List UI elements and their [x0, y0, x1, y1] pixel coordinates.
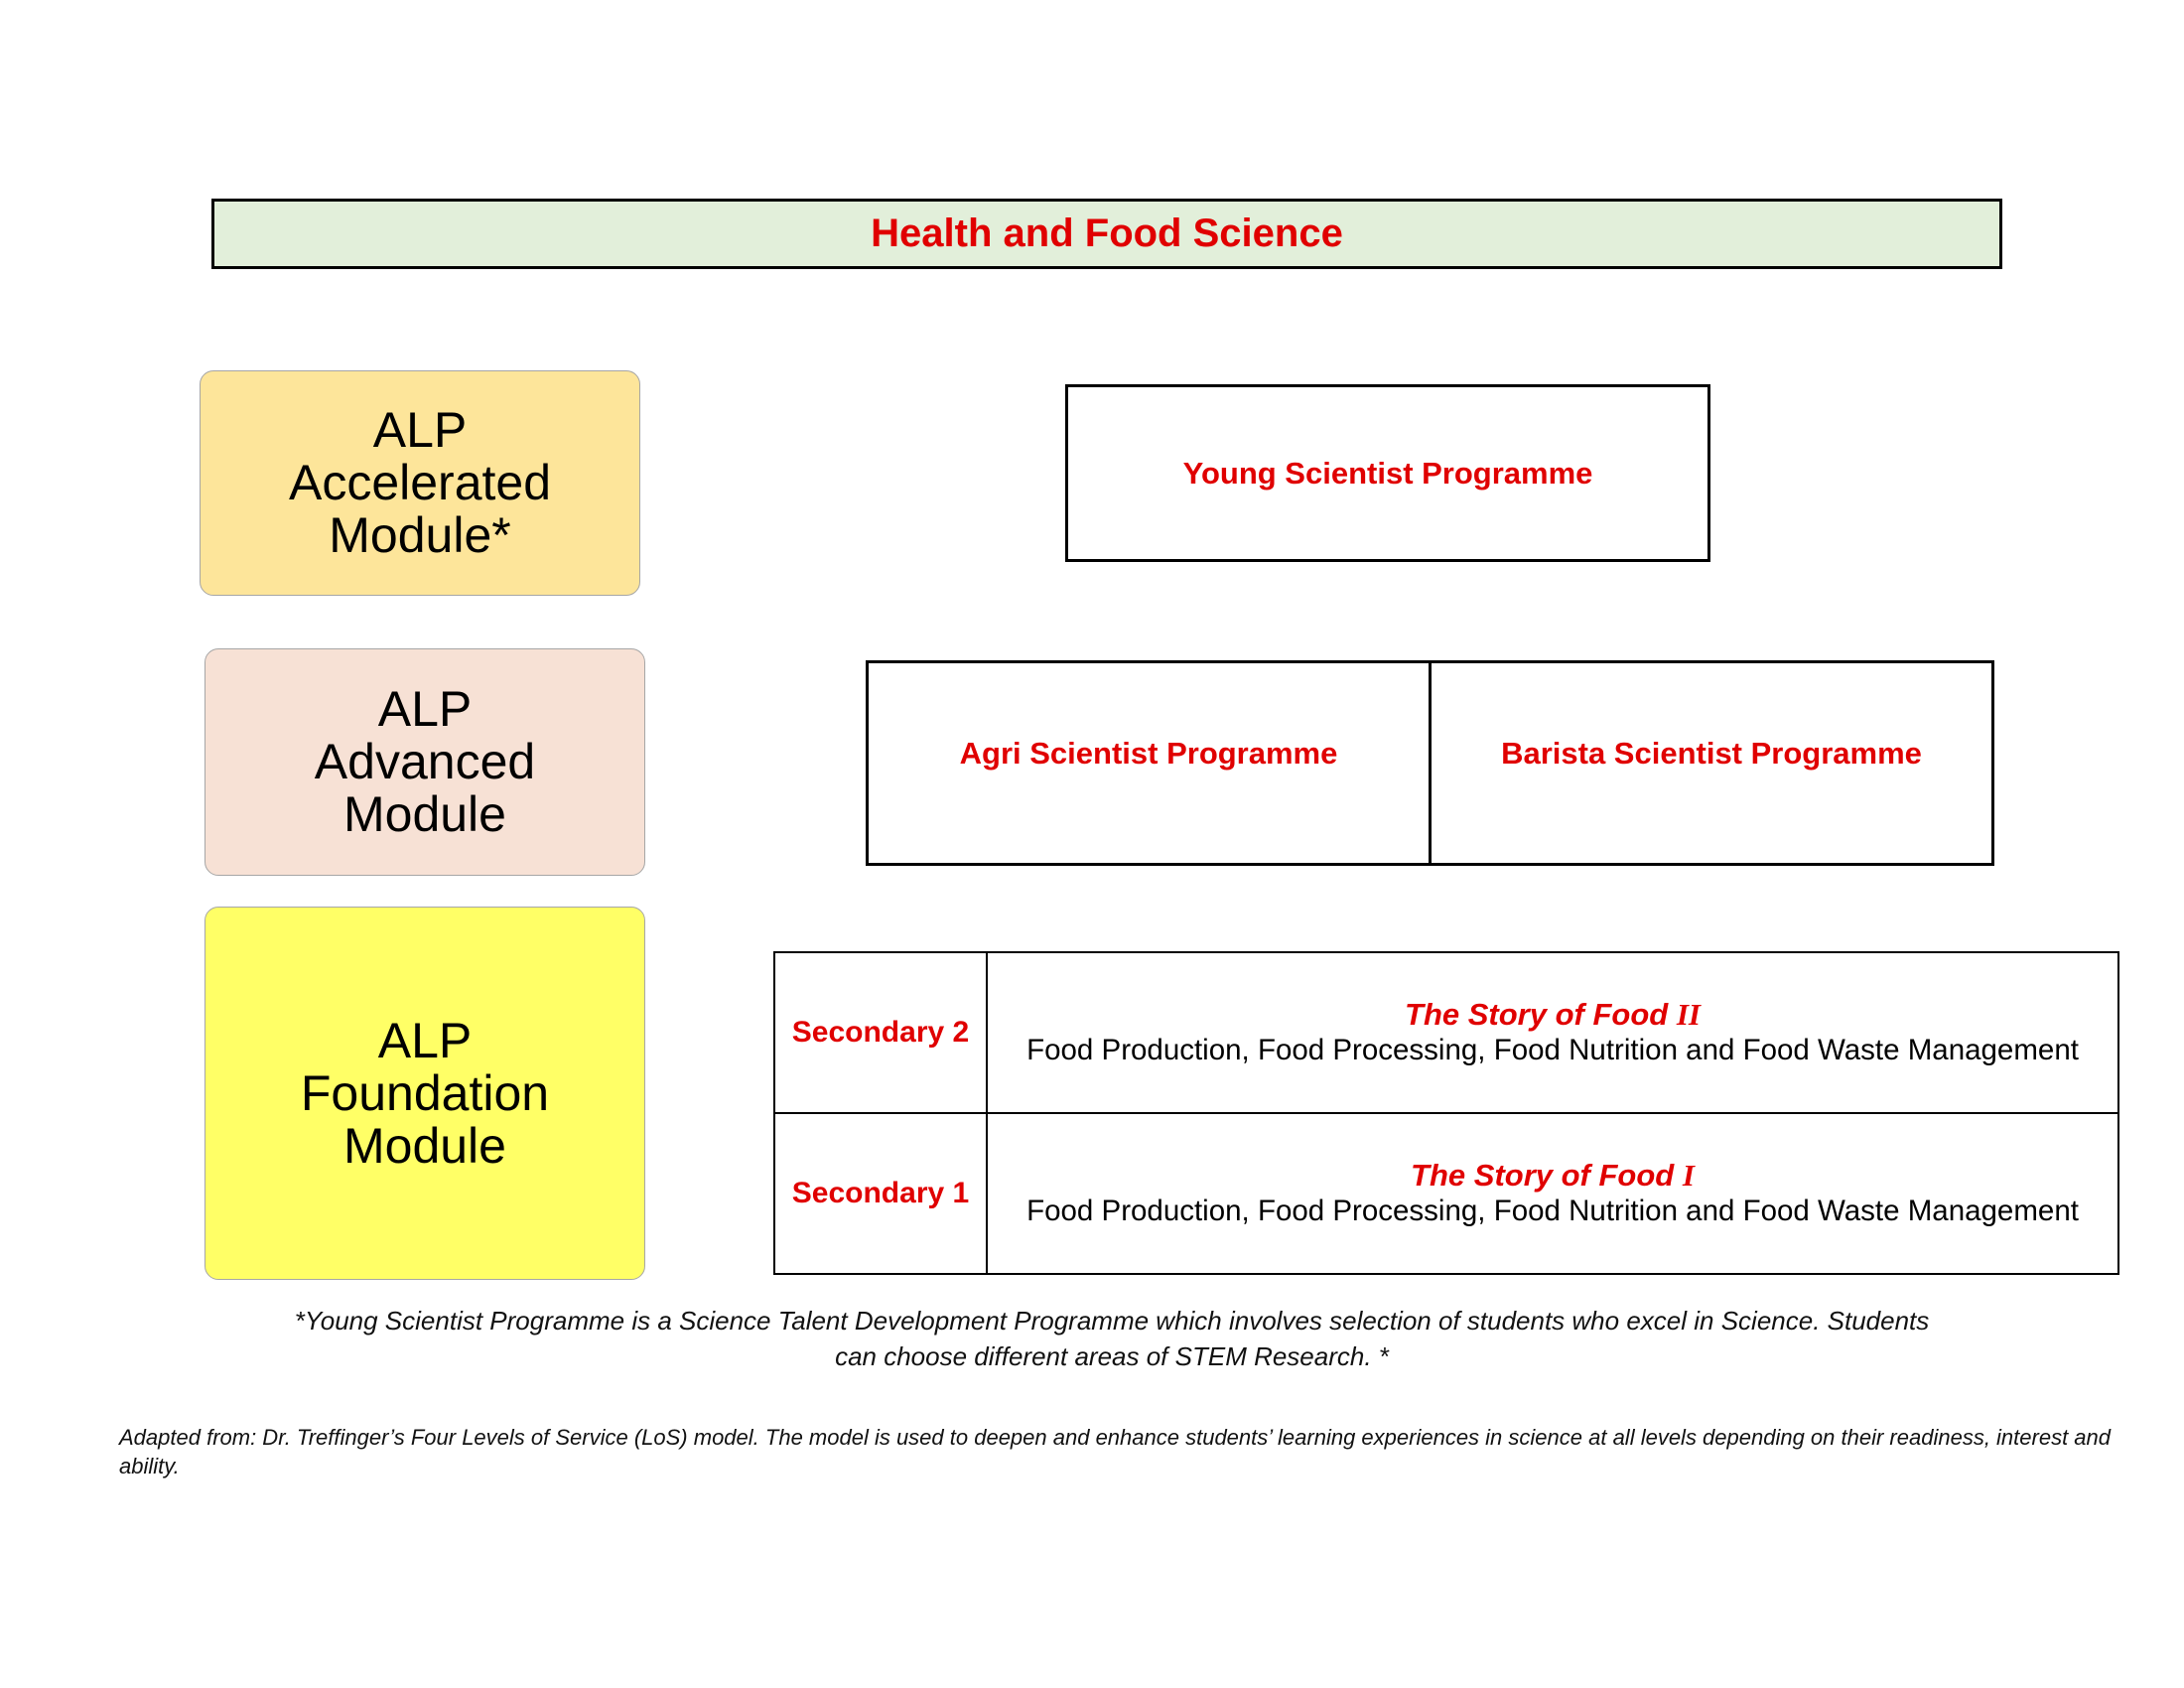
- alp-foundation-module: ALP Foundation Module: [205, 907, 645, 1280]
- story-numeral: II: [1676, 997, 1701, 1032]
- module-line: ALP: [377, 681, 473, 737]
- level-cell: Secondary 2: [773, 951, 988, 1114]
- module-line: Module: [342, 786, 506, 842]
- module-line: Foundation: [300, 1064, 550, 1121]
- story-title: The Story of Food II: [1405, 997, 1701, 1032]
- story-title: The Story of Food I: [1411, 1158, 1695, 1193]
- secondary-curriculum-table: Secondary 2 The Story of Food II Food Pr…: [773, 951, 2119, 1275]
- table-row: Secondary 2 The Story of Food II Food Pr…: [773, 951, 2119, 1114]
- topics-text: Food Production, Food Processing, Food N…: [1026, 1034, 2079, 1066]
- programme-label: Barista Scientist Programme: [1501, 735, 1922, 771]
- module-line: Advanced: [314, 734, 536, 789]
- page-title: Health and Food Science: [211, 199, 2002, 269]
- programme-label: Agri Scientist Programme: [959, 735, 1338, 771]
- description-cell: The Story of Food I Food Production, Foo…: [986, 1112, 2119, 1275]
- alp-accelerated-module: ALP Accelerated Module*: [200, 370, 640, 596]
- module-line: ALP: [377, 1012, 473, 1068]
- module-line: Accelerated: [288, 455, 552, 510]
- story-numeral: I: [1682, 1158, 1695, 1193]
- footnote-line: *Young Scientist Programme is a Science …: [294, 1306, 1930, 1336]
- module-line: Module*: [329, 507, 511, 563]
- level-cell: Secondary 1: [773, 1112, 988, 1275]
- footnote-line: can choose different areas of STEM Resea…: [835, 1341, 1389, 1371]
- module-line: Module: [342, 1117, 506, 1174]
- young-scientist-programme-box: Young Scientist Programme: [1065, 384, 1710, 562]
- table-row: Secondary 1 The Story of Food I Food Pro…: [773, 1112, 2119, 1275]
- description-cell: The Story of Food II Food Production, Fo…: [986, 951, 2119, 1114]
- module-line: ALP: [372, 402, 468, 458]
- alp-advanced-module: ALP Advanced Module: [205, 648, 645, 876]
- source-note: Adapted from: Dr. Treffinger’s Four Leve…: [119, 1425, 2112, 1478]
- barista-scientist-programme-cell: Barista Scientist Programme: [1429, 663, 1991, 863]
- advanced-programmes-box: Agri Scientist Programme Barista Scienti…: [866, 660, 1994, 866]
- topics-text: Food Production, Food Processing, Food N…: [1026, 1195, 2079, 1227]
- programme-label: Young Scientist Programme: [1182, 455, 1593, 491]
- agri-scientist-programme-cell: Agri Scientist Programme: [869, 663, 1429, 863]
- young-scientist-footnote: *Young Scientist Programme is a Science …: [159, 1303, 2065, 1374]
